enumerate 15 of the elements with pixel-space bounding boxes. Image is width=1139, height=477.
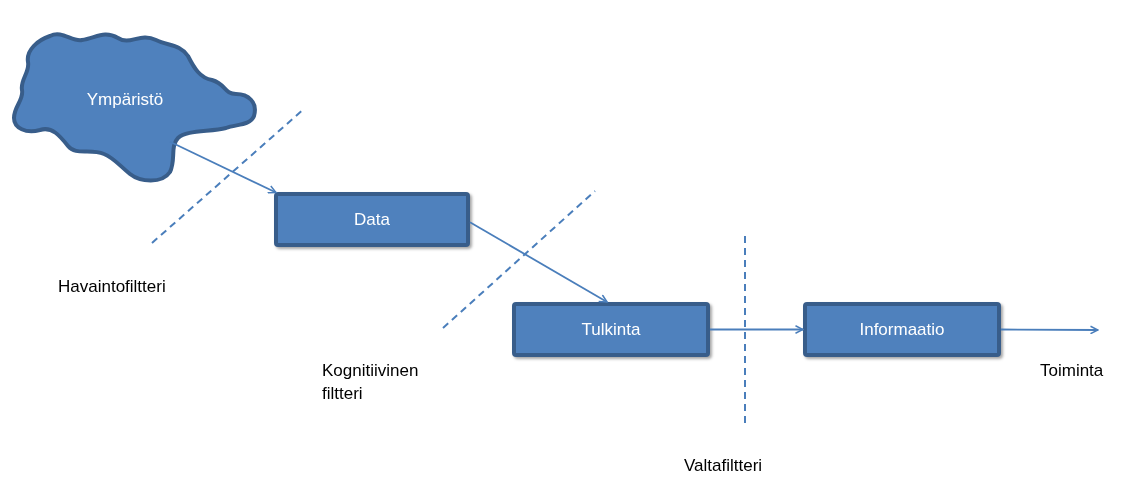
node-label: Ympäristö [86, 90, 164, 110]
filter-label: Valtafiltteri [684, 455, 764, 477]
arrow [709, 325, 804, 334]
process-box [274, 192, 470, 247]
arrow [1000, 325, 1099, 335]
filter-label: Toiminta [1040, 360, 1105, 382]
node-label: Tulkinta [581, 319, 641, 340]
filter-label: Havaintofiltteri [58, 276, 167, 298]
node-label: Data [354, 209, 390, 230]
arrow [169, 140, 277, 194]
node-label: Informaatio [859, 319, 945, 340]
process-box [803, 302, 1001, 357]
filter-label: Kognitiivinen filtteri [322, 360, 420, 405]
arrow [469, 221, 608, 303]
process-box [512, 302, 710, 357]
